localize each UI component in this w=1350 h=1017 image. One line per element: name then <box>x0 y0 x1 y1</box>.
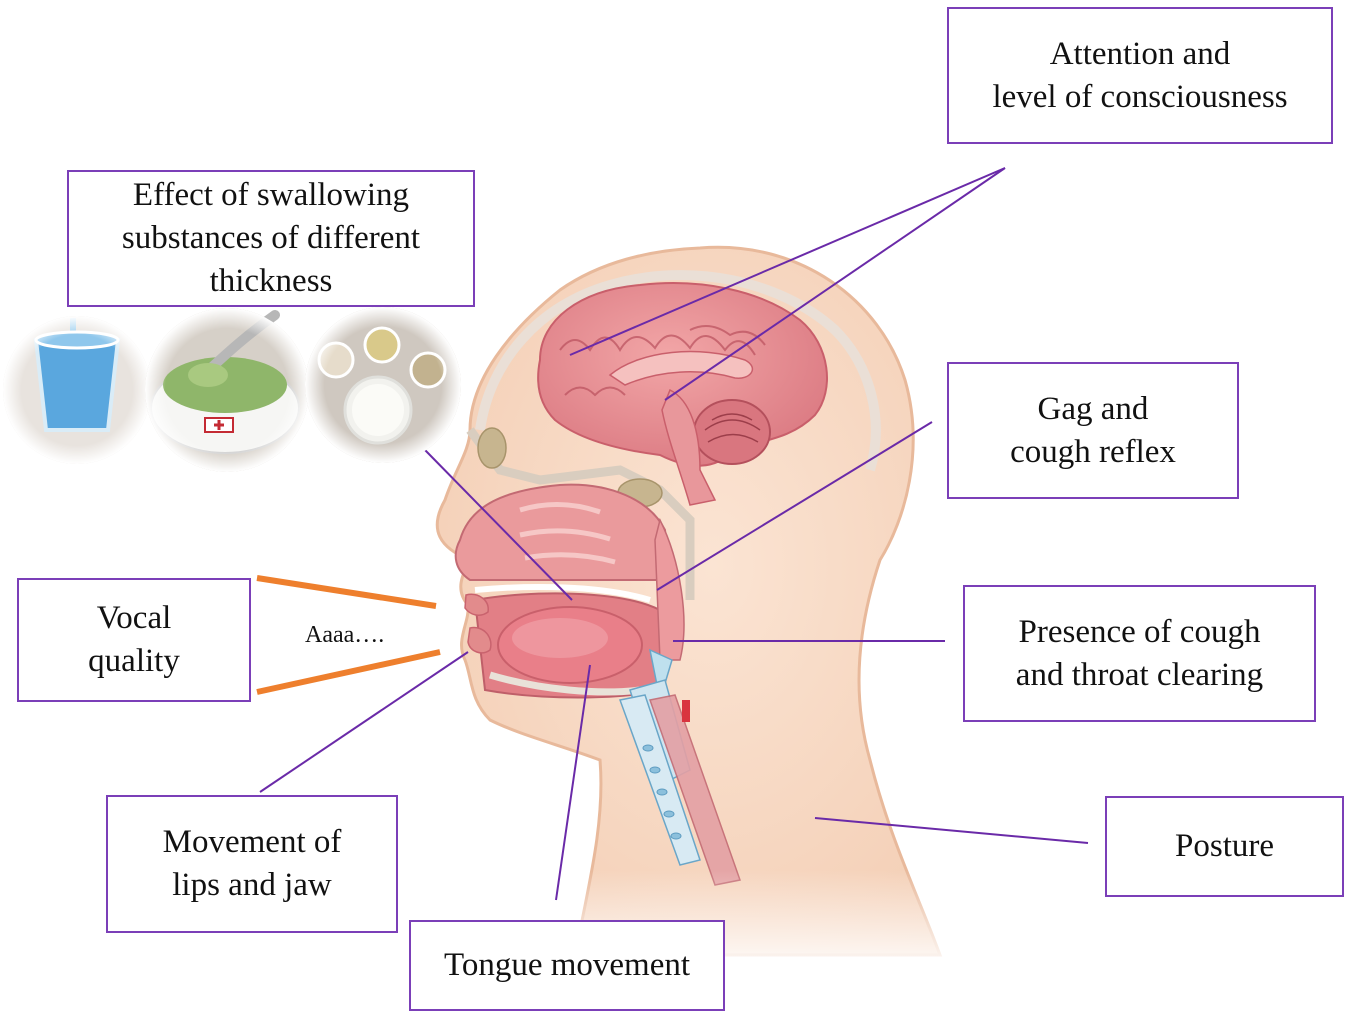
porridge-meal-photo <box>305 307 461 463</box>
label-tongue: Tongue movement <box>409 920 725 1011</box>
leader-lines <box>259 167 1089 901</box>
sound-line-upper <box>256 575 437 609</box>
trachea <box>618 694 701 866</box>
epiglottis <box>648 648 673 701</box>
cerebellum-folds <box>704 413 761 443</box>
leader-posture <box>814 817 1089 844</box>
food-photos <box>3 307 461 472</box>
leader-attention-b <box>664 167 1006 401</box>
corpus-callosum <box>608 350 754 386</box>
leader-substances <box>424 449 573 601</box>
leader-lips <box>259 651 469 793</box>
upper-lip <box>464 593 489 616</box>
blue-drink-photo <box>3 316 151 464</box>
jaw-bone <box>488 671 641 696</box>
lower-lip <box>467 626 492 654</box>
tongue-highlight <box>512 618 608 658</box>
skull-outline <box>475 270 881 472</box>
pharynx <box>654 517 685 661</box>
sound-lines <box>256 575 441 695</box>
nasal-turbinates <box>519 502 616 565</box>
trachea-rings <box>642 744 682 840</box>
vocal-sound-text: Aaaa…. <box>305 622 385 648</box>
frontal-sinus <box>477 427 507 469</box>
label-posture: Posture <box>1105 796 1344 897</box>
sound-line-lower <box>256 649 441 695</box>
green-soup-photo <box>145 308 309 472</box>
leader-tongue <box>555 664 591 901</box>
esophagus-marker <box>682 700 690 722</box>
leader-gag <box>656 421 933 591</box>
leader-attention-a <box>569 167 1006 356</box>
cerebellum <box>693 399 771 465</box>
sinus-bone <box>466 427 695 600</box>
palate <box>474 584 651 603</box>
brain-folds <box>559 325 766 397</box>
brainstem <box>661 388 717 506</box>
